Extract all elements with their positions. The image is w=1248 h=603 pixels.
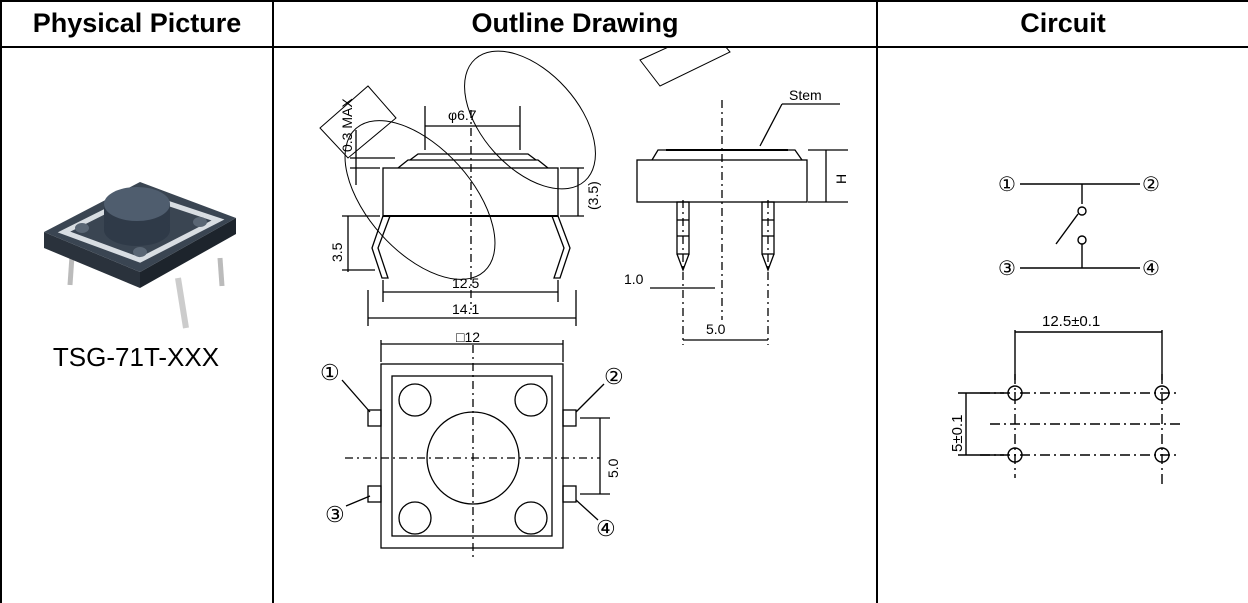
side-view-stem: [397, 159, 549, 169]
header-divider: [0, 46, 1248, 48]
dim-5-0-side: 5.0: [706, 321, 726, 337]
outline-pin-2: ②: [604, 364, 624, 389]
switch-leg: [217, 257, 225, 287]
switch-body-side: [140, 218, 236, 288]
switch-contact: [1077, 235, 1087, 245]
circuit-pin-1: ①: [998, 174, 1016, 196]
top-view-post: [514, 501, 548, 535]
side-view-leg: [551, 215, 571, 279]
corner-post: [75, 223, 89, 233]
corner-post: [193, 217, 207, 227]
tactile-switch-photo: [44, 182, 236, 329]
dim-12-5: 12.5: [452, 275, 479, 291]
dim-14-1: 14.1: [452, 301, 479, 317]
dim-h: H: [833, 174, 849, 184]
column-divider-1: [272, 0, 274, 603]
side-view-body: [382, 167, 559, 217]
table-left-border: [0, 0, 2, 603]
dim-1-0: 1.0: [624, 271, 644, 287]
dim-5-0-front: 5.0: [605, 458, 621, 478]
switch-leg: [67, 255, 75, 286]
circuit-pin-4: ④: [1142, 258, 1160, 280]
end-view-pin: [676, 201, 690, 255]
switch-leg: [175, 277, 189, 329]
top-view-outer: [380, 363, 564, 549]
outline-pin-3: ③: [325, 502, 345, 527]
circuit-dim-pitch-x: 12.5±0.1: [1042, 313, 1100, 330]
watermark-outline: [319, 48, 731, 280]
top-view-post: [514, 383, 548, 417]
header-circuit: Circuit: [1020, 7, 1106, 38]
dim-0-3-max: 0.3 MAX: [339, 98, 355, 152]
dim-square-12: □12: [456, 329, 480, 345]
switch-lever: [1055, 213, 1079, 245]
side-view-leg: [371, 215, 391, 279]
top-view-pin: [367, 409, 382, 427]
table-top-border: [0, 0, 1248, 2]
circuit-diagram: ① ② ③ ④ 12.5±0.1 5±0.1: [949, 174, 1180, 488]
dim-3-5-paren: (3.5): [585, 181, 601, 210]
corner-post: [133, 247, 147, 257]
circuit-pin-2: ②: [1142, 174, 1160, 196]
top-view-pin: [367, 485, 382, 503]
circuit-pin-3: ③: [998, 258, 1016, 280]
circuit-dim-pitch-y: 5±0.1: [949, 415, 966, 452]
part-number: TSG-71T-XXX: [52, 342, 220, 372]
end-view-pin: [761, 201, 775, 255]
top-view-inner: [391, 375, 553, 537]
dim-phi-6-7: φ6.7: [448, 107, 477, 123]
top-view-post: [398, 383, 432, 417]
switch-contact: [1077, 206, 1087, 216]
header-outline-drawing: Outline Drawing: [471, 7, 679, 38]
dim-3-5-legs: 3.5: [329, 242, 345, 262]
outline-pin-4: ④: [596, 516, 616, 541]
top-view-post: [398, 501, 432, 535]
end-view-stem: [651, 149, 803, 161]
switch-body-side: [44, 232, 140, 288]
stem-label: Stem: [789, 87, 822, 103]
column-divider-2: [876, 0, 878, 603]
top-view-pin: [562, 409, 577, 427]
outline-pin-1: ①: [320, 360, 340, 385]
actuator-stem-bottom: [104, 214, 170, 246]
top-view-pin: [562, 485, 577, 503]
header-physical-picture: Physical Picture: [32, 7, 242, 38]
outline-drawing: φ6.7 0.3 MAX (3.5) 3.5 12.5 14.1 Stem H …: [319, 48, 849, 560]
actuator-stem-top: [104, 187, 170, 221]
